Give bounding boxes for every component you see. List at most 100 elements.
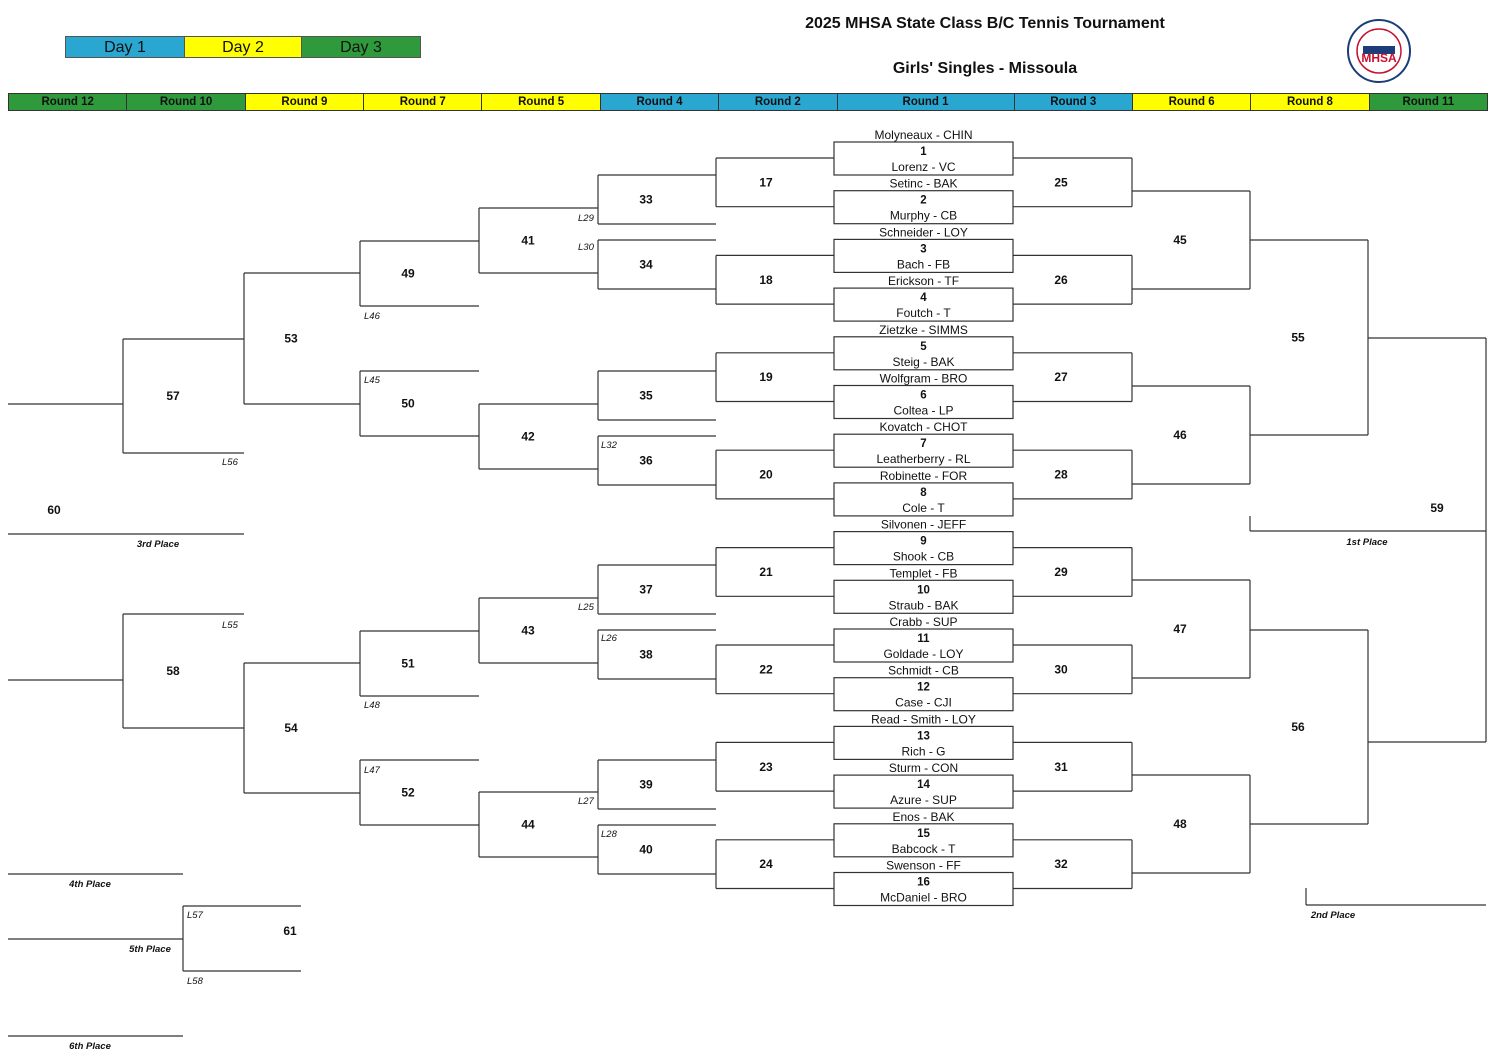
match-number: 22 bbox=[759, 662, 773, 676]
player-name: Shook - CB bbox=[893, 550, 954, 564]
tournament-title: 2025 MHSA State Class B/C Tennis Tournam… bbox=[805, 15, 1165, 32]
seed-number: 10 bbox=[917, 584, 930, 596]
round-header: Round 9 bbox=[245, 94, 365, 110]
match-number: 51 bbox=[401, 657, 415, 671]
match-number: 61 bbox=[283, 924, 297, 938]
player-name: Erickson - TF bbox=[888, 274, 959, 288]
match-number: 29 bbox=[1054, 565, 1068, 579]
player-name: Leatherberry - RL bbox=[876, 452, 970, 466]
match-number: 17 bbox=[759, 175, 773, 189]
player-name: Enos - BAK bbox=[892, 810, 954, 824]
seed-number: 12 bbox=[917, 682, 930, 694]
match-number: 59 bbox=[1430, 501, 1444, 515]
loser-label: L56 bbox=[222, 457, 239, 468]
seed-number: 3 bbox=[920, 243, 926, 255]
round-header: Round 5 bbox=[482, 94, 601, 110]
player-name: McDaniel - BRO bbox=[880, 891, 967, 905]
round-header: Round 10 bbox=[127, 94, 246, 110]
match-number: 26 bbox=[1054, 273, 1068, 287]
player-name: Wolfgram - BRO bbox=[880, 372, 968, 386]
player-name: Murphy - CB bbox=[890, 209, 957, 223]
match-number: 19 bbox=[759, 370, 773, 384]
player-name: Case - CJI bbox=[895, 696, 952, 710]
match-number: 40 bbox=[639, 843, 653, 857]
match-number: 47 bbox=[1173, 622, 1187, 636]
day-3-legend: Day 3 bbox=[301, 36, 421, 58]
match-number: 31 bbox=[1054, 760, 1068, 774]
player-name: Setinc - BAK bbox=[889, 177, 957, 191]
round-header: Round 2 bbox=[719, 94, 838, 110]
player-name: Straub - BAK bbox=[888, 598, 958, 612]
match-number: 50 bbox=[401, 397, 415, 411]
loser-label: L58 bbox=[187, 976, 204, 987]
loser-label: L55 bbox=[222, 620, 239, 631]
seed-number: 14 bbox=[917, 779, 930, 791]
player-name: Molyneaux - CHIN bbox=[874, 128, 972, 142]
match-number: 23 bbox=[759, 760, 773, 774]
match-number: 21 bbox=[759, 565, 773, 579]
loser-label: L29 bbox=[578, 213, 595, 224]
player-name: Goldade - LOY bbox=[883, 647, 963, 661]
player-name: Cole - T bbox=[902, 501, 945, 515]
match-number: 60 bbox=[47, 503, 61, 517]
rounds-header-bar: Round 12 Round 10 Round 9 Round 7 Round … bbox=[8, 93, 1488, 111]
match-number: 52 bbox=[401, 786, 415, 800]
match-number: 43 bbox=[521, 624, 535, 638]
svg-text:MHSA: MHSA bbox=[1361, 51, 1397, 65]
player-name: Steig - BAK bbox=[892, 355, 954, 369]
match-number: 55 bbox=[1291, 331, 1305, 345]
player-name: Swenson - FF bbox=[886, 859, 961, 873]
match-number: 57 bbox=[166, 389, 180, 403]
seed-number: 5 bbox=[920, 341, 927, 353]
seed-number: 4 bbox=[920, 292, 927, 304]
match-number: 20 bbox=[759, 468, 773, 482]
match-number: 28 bbox=[1054, 468, 1068, 482]
loser-label: L46 bbox=[364, 311, 381, 322]
match-number: 36 bbox=[639, 454, 653, 468]
match-number: 30 bbox=[1054, 662, 1068, 676]
seed-number: 2 bbox=[920, 195, 926, 207]
round-header: Round 7 bbox=[364, 94, 483, 110]
player-name: Silvonen - JEFF bbox=[881, 518, 966, 532]
player-name: Sturm - CON bbox=[889, 761, 958, 775]
place-label: 6th Place bbox=[69, 1041, 111, 1052]
seed-number: 7 bbox=[920, 438, 926, 450]
match-number: 39 bbox=[639, 778, 653, 792]
player-name: Babcock - T bbox=[892, 842, 956, 856]
match-number: 27 bbox=[1054, 370, 1068, 384]
match-number: 45 bbox=[1173, 233, 1187, 247]
match-number: 44 bbox=[521, 818, 535, 832]
player-name: Foutch - T bbox=[896, 306, 951, 320]
place-label: 4th Place bbox=[68, 879, 111, 890]
player-name: Crabb - SUP bbox=[889, 615, 957, 629]
loser-label: L32 bbox=[601, 440, 618, 451]
match-number: 34 bbox=[639, 258, 653, 272]
seed-number: 15 bbox=[917, 828, 930, 840]
match-number: 25 bbox=[1054, 175, 1068, 189]
player-name: Rich - G bbox=[901, 744, 945, 758]
match-number: 24 bbox=[759, 857, 773, 871]
player-name: Templet - FB bbox=[889, 566, 957, 580]
place-label: 3rd Place bbox=[137, 539, 180, 550]
match-number: 54 bbox=[284, 721, 298, 735]
seed-number: 8 bbox=[920, 487, 927, 499]
match-number: 35 bbox=[639, 389, 653, 403]
seed-number: 6 bbox=[920, 390, 926, 402]
loser-label: L26 bbox=[601, 633, 618, 644]
loser-label: L57 bbox=[187, 910, 204, 921]
round-header: Round 4 bbox=[600, 94, 720, 110]
loser-label: L25 bbox=[578, 602, 595, 613]
round-header: Round 8 bbox=[1251, 94, 1370, 110]
match-number: 46 bbox=[1173, 428, 1187, 442]
seed-number: 16 bbox=[917, 877, 930, 889]
mhsa-logo: MHSA bbox=[1347, 19, 1411, 83]
player-name: Kovatch - CHOT bbox=[879, 420, 968, 434]
match-number: 32 bbox=[1054, 857, 1068, 871]
match-number: 56 bbox=[1291, 720, 1305, 734]
match-number: 41 bbox=[521, 234, 535, 248]
player-name: Bach - FB bbox=[897, 257, 950, 271]
match-number: 38 bbox=[639, 648, 653, 662]
loser-label: L45 bbox=[364, 375, 381, 386]
loser-label: L30 bbox=[578, 242, 595, 253]
